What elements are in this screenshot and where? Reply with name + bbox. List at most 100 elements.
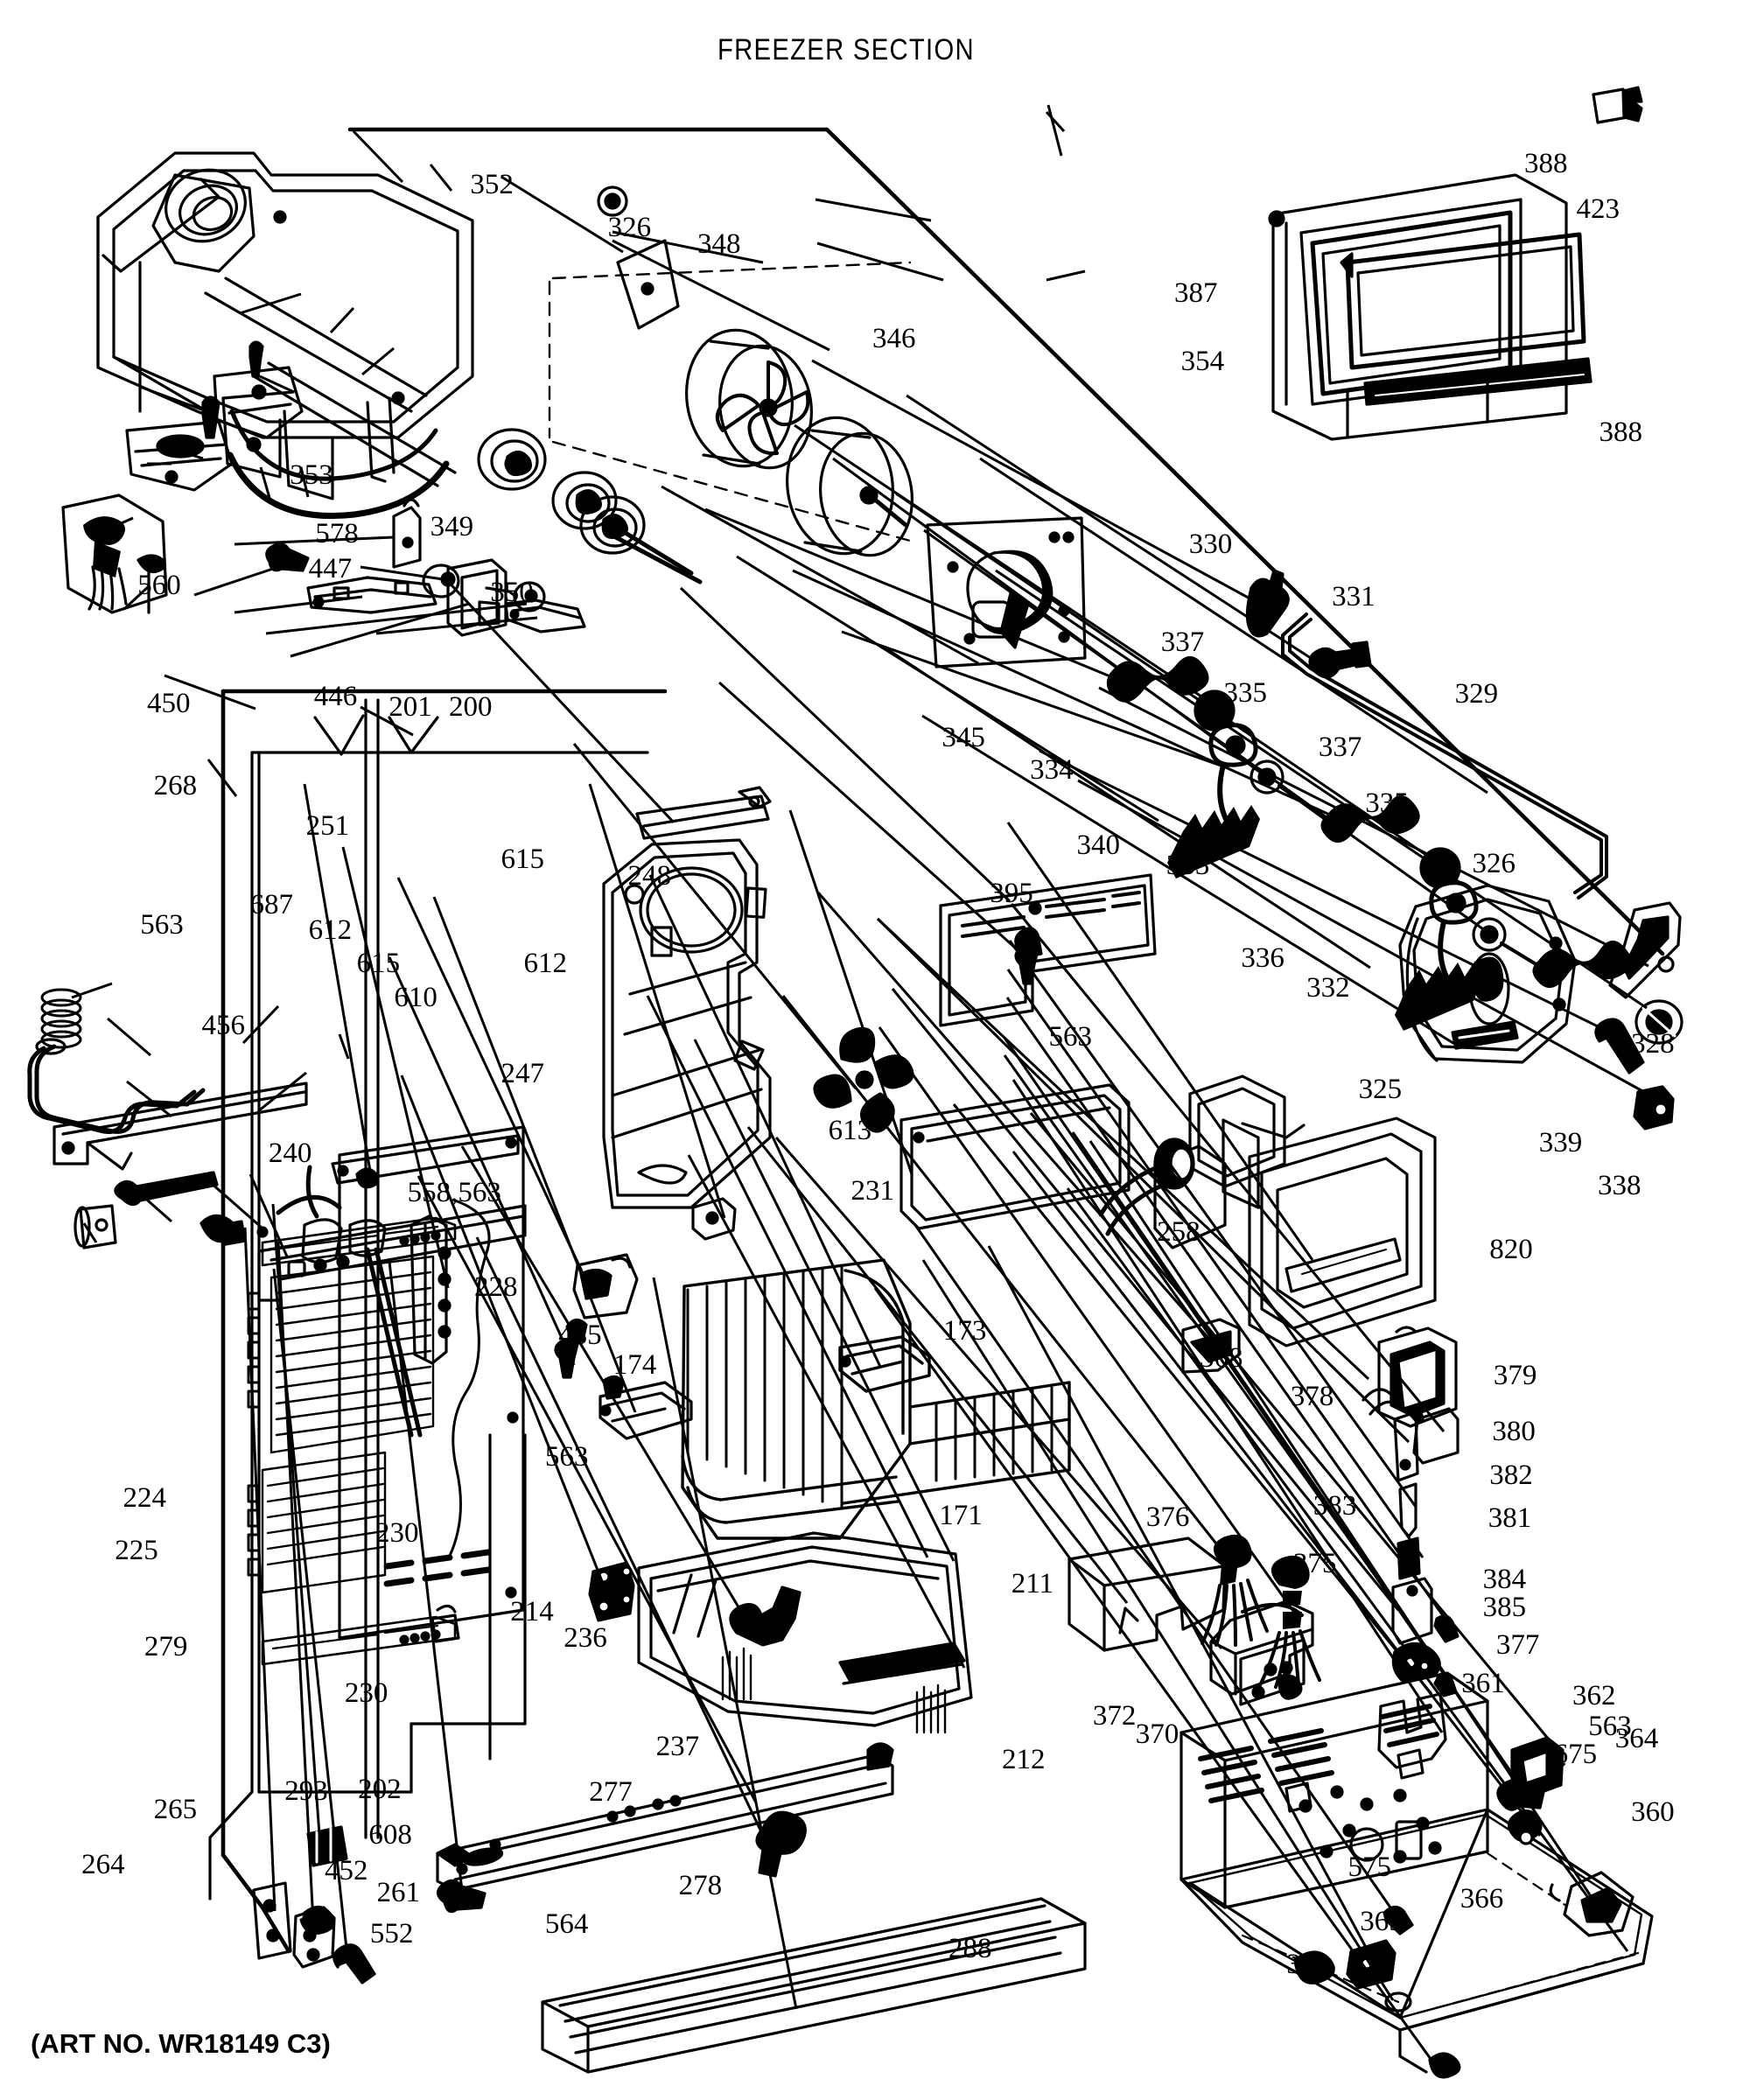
part-349-350-auger-drive xyxy=(477,428,703,584)
part-callout-214: 214 xyxy=(510,1595,554,1628)
part-callout-612: 612 xyxy=(523,948,567,980)
part-callout-325: 325 xyxy=(1358,1074,1403,1105)
part-387-door xyxy=(1268,86,1643,441)
part-callout-552: 552 xyxy=(369,1917,414,1950)
part-callout-240: 240 xyxy=(268,1138,312,1170)
part-callout-360: 360 xyxy=(1631,1796,1675,1828)
part-callout-331: 331 xyxy=(1332,580,1376,612)
part-231 xyxy=(691,1197,737,1241)
part-callout-384: 384 xyxy=(1482,1564,1527,1596)
part-callout-615: 615 xyxy=(356,948,401,980)
part-247-248-air-duct xyxy=(602,786,914,1209)
part-callout-379: 379 xyxy=(1493,1359,1537,1391)
part-callout-202: 202 xyxy=(358,1774,402,1805)
part-callout-385: 385 xyxy=(1482,1592,1527,1624)
leader-lines xyxy=(71,104,1655,2066)
part-callout-230: 230 xyxy=(375,1516,419,1549)
part-callout-370: 370 xyxy=(1135,1718,1180,1751)
part-callout-578: 578 xyxy=(315,517,359,550)
part-callout-340: 340 xyxy=(1076,829,1121,861)
part-callout-362: 362 xyxy=(1572,1680,1616,1712)
cabinet-outline xyxy=(220,127,1665,1954)
part-callout-237: 237 xyxy=(655,1731,700,1763)
part-callout-615: 615 xyxy=(500,844,545,876)
part-callout-264: 264 xyxy=(81,1848,125,1880)
part-211-pan xyxy=(588,1531,973,1734)
part-callout-381: 381 xyxy=(1488,1502,1532,1535)
part-callout-201: 201 xyxy=(388,691,432,724)
part-callout-212: 212 xyxy=(1002,1744,1046,1776)
part-callout-378: 378 xyxy=(1290,1381,1334,1413)
part-callout-224: 224 xyxy=(122,1482,166,1515)
part-callout-361: 361 xyxy=(1461,1668,1505,1700)
part-callout-247: 247 xyxy=(500,1057,545,1089)
part-callout-332: 332 xyxy=(1306,971,1350,1004)
part-callout-380: 380 xyxy=(1492,1415,1536,1447)
part-callout-366: 366 xyxy=(1460,1883,1504,1915)
part-callout-387: 387 xyxy=(1173,277,1218,310)
part-callout-326: 326 xyxy=(1472,847,1516,879)
parts-360-370 xyxy=(1068,1536,1654,2079)
part-callout-265: 265 xyxy=(153,1793,198,1825)
part-callout-335: 335 xyxy=(1365,788,1409,820)
part-callout-258: 258 xyxy=(1157,1216,1200,1249)
part-callout-293: 293 xyxy=(284,1774,328,1807)
part-callout-173: 173 xyxy=(942,1315,987,1348)
parts-224-225-279 xyxy=(27,988,308,1171)
part-callout-365: 365 xyxy=(1360,1906,1404,1938)
part-callout-334: 334 xyxy=(1030,754,1074,787)
part-288-grille xyxy=(541,1897,1087,2074)
part-callout-339: 339 xyxy=(1538,1127,1583,1159)
part-callout-349: 349 xyxy=(430,511,474,543)
part-346-fan-housings xyxy=(548,186,914,557)
part-callout-364: 364 xyxy=(1614,1722,1659,1754)
part-277-slide-rail xyxy=(436,1742,894,1914)
part-callout-558-563: 558,563 xyxy=(407,1176,501,1208)
part-353-auger xyxy=(227,452,450,520)
part-callout-348: 348 xyxy=(696,228,741,260)
part-callout-563: 563 xyxy=(1588,1711,1632,1743)
part-610-switch xyxy=(446,558,518,637)
part-callout-346: 346 xyxy=(872,322,916,354)
part-callout-372: 372 xyxy=(1092,1700,1137,1732)
part-callout-171: 171 xyxy=(939,1500,983,1532)
part-callout-328: 328 xyxy=(1631,1028,1675,1060)
part-callout-564: 564 xyxy=(544,1908,589,1941)
part-callout-383: 383 xyxy=(1312,1490,1357,1522)
part-callout-560: 560 xyxy=(137,570,181,602)
part-callout-277: 277 xyxy=(589,1776,633,1809)
part-callout-174: 174 xyxy=(612,1348,657,1381)
part-callout-375: 375 xyxy=(1292,1547,1337,1579)
part-171-basket xyxy=(681,1258,1071,1540)
part-687 xyxy=(265,542,310,572)
parts-328-338-339 xyxy=(1594,901,1682,1130)
part-callout-248: 248 xyxy=(627,859,672,892)
part-callout-363: 363 xyxy=(1286,1949,1330,1980)
part-callout-338: 338 xyxy=(1597,1169,1642,1201)
part-callout-279: 279 xyxy=(144,1630,188,1662)
part-268-inset xyxy=(61,494,168,614)
part-callout-200: 200 xyxy=(448,691,493,724)
part-callout-336: 336 xyxy=(1241,942,1284,975)
part-callout-268: 268 xyxy=(153,770,198,802)
part-callout-382: 382 xyxy=(1489,1460,1533,1492)
part-callout-452: 452 xyxy=(324,1855,368,1887)
part-callout-563: 563 xyxy=(1048,1021,1092,1054)
part-callout-675: 675 xyxy=(1553,1739,1598,1771)
part-348 xyxy=(616,239,680,330)
part-callout-231: 231 xyxy=(850,1175,895,1208)
part-callout-337: 337 xyxy=(1160,626,1205,658)
part-callout-563: 563 xyxy=(140,909,184,942)
part-callout-225: 225 xyxy=(115,1534,158,1566)
part-callout-575: 575 xyxy=(1348,1851,1391,1883)
part-callout-820: 820 xyxy=(1489,1234,1533,1266)
part-callout-330: 330 xyxy=(1188,528,1233,561)
part-callout-456: 456 xyxy=(201,1009,246,1041)
part-callout-563: 563 xyxy=(544,1440,589,1473)
part-callout-337: 337 xyxy=(1318,732,1362,764)
part-callout-335: 335 xyxy=(1223,676,1267,709)
part-callout-388: 388 xyxy=(1523,147,1568,179)
part-callout-326: 326 xyxy=(607,212,652,244)
part-callout-687: 687 xyxy=(249,889,293,921)
